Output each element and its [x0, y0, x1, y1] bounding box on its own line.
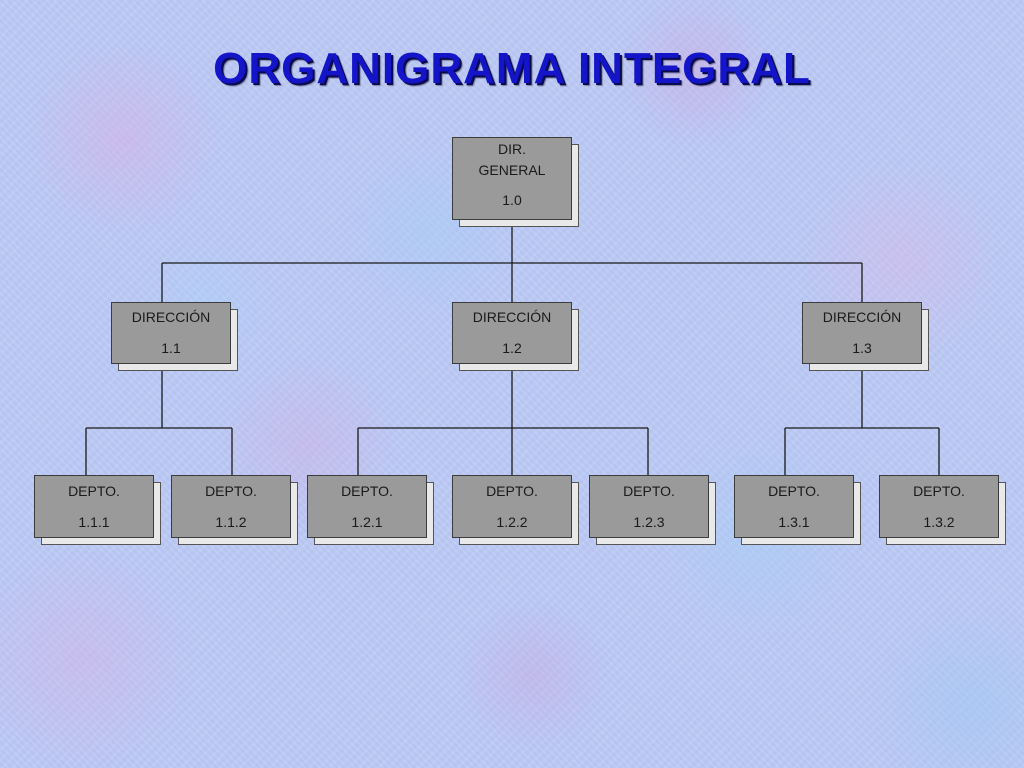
node-label: DEPTO. [486, 482, 538, 499]
node-code: 1.1.1 [78, 513, 110, 530]
node-label: DEPTO. [623, 482, 675, 499]
node-label: DIRECCIÓN [822, 309, 902, 325]
node-line1: DIR. [498, 140, 526, 157]
node-depto-1-2-2: DEPTO. 1.2.2 [452, 475, 572, 538]
node-label: DIRECCIÓN [472, 309, 552, 325]
node-label: DEPTO. [913, 482, 965, 499]
node-code: 1.1.2 [215, 513, 247, 530]
node-label: DEPTO. [341, 482, 393, 499]
node-code: 1.2.2 [496, 513, 528, 530]
node-direccion-1-3: DIRECCIÓN 1.3 [802, 302, 922, 364]
node-depto-1-3-2: DEPTO. 1.3.2 [879, 475, 999, 538]
node-depto-1-1-1: DEPTO. 1.1.1 [34, 475, 154, 538]
node-depto-1-2-3: DEPTO. 1.2.3 [589, 475, 709, 538]
node-code: 1.3 [852, 340, 872, 356]
node-depto-1-1-2: DEPTO. 1.1.2 [171, 475, 291, 538]
node-code: 1.2 [502, 340, 522, 356]
node-code: 1.2.3 [633, 513, 665, 530]
node-code: 1.3.1 [778, 513, 810, 530]
node-code: 1.0 [502, 191, 522, 208]
node-depto-1-3-1: DEPTO. 1.3.1 [734, 475, 854, 538]
node-code: 1.2.1 [351, 513, 383, 530]
node-depto-1-2-1: DEPTO. 1.2.1 [307, 475, 427, 538]
node-code: 1.3.2 [923, 513, 955, 530]
node-label: DEPTO. [205, 482, 257, 499]
node-direccion-1-1: DIRECCIÓN 1.1 [111, 302, 231, 364]
node-direccion-1-2: DIRECCIÓN 1.2 [452, 302, 572, 364]
node-code: 1.1 [161, 340, 181, 356]
node-dir-general: DIR. GENERAL 1.0 [452, 137, 572, 220]
node-label: DEPTO. [68, 482, 120, 499]
page-title: ORGANIGRAMA INTEGRAL [213, 44, 811, 93]
node-label: DEPTO. [768, 482, 820, 499]
node-label: DIRECCIÓN [131, 309, 211, 325]
node-line2: GENERAL [478, 161, 546, 178]
